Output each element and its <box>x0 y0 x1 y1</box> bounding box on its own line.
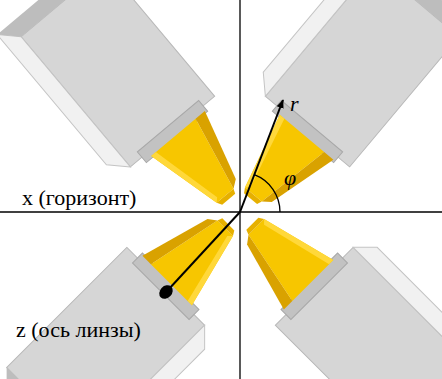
axis-dot <box>156 282 175 301</box>
angle-arc <box>254 175 280 212</box>
electrode <box>0 185 279 379</box>
vertical-axis <box>239 0 240 379</box>
axis-label: x (горизонт) <box>22 186 136 210</box>
axis-label: r <box>290 92 299 116</box>
axis-label: z (ось линзы) <box>16 318 141 342</box>
angle-label: φ <box>284 166 296 190</box>
lens-axis-arrow <box>168 212 240 290</box>
radius-arrow <box>240 100 283 212</box>
horizontal-axis <box>0 211 442 212</box>
electrode <box>196 0 442 234</box>
electrode <box>0 0 271 245</box>
electrode <box>213 173 442 379</box>
